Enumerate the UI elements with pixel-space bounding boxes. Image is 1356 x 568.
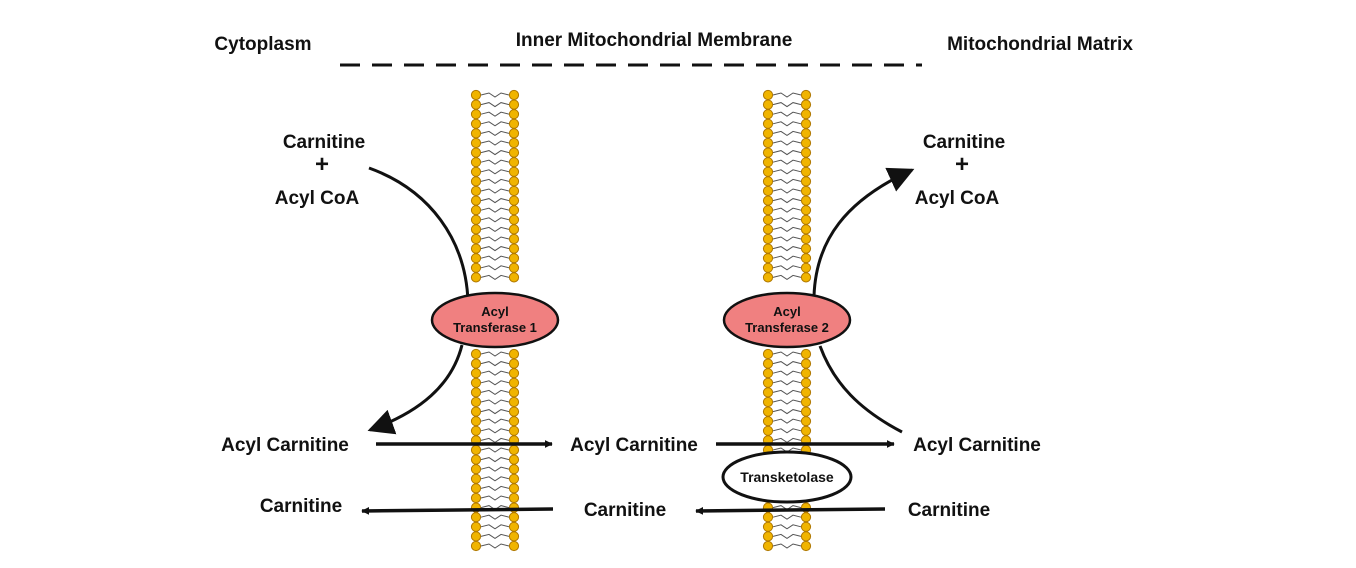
- membrane-bilayer-left: [470, 89, 520, 552]
- curve-arrow-in-right: [818, 345, 903, 434]
- label-acyl-coa-cytoplasm: Acyl CoA: [275, 188, 360, 209]
- enzyme-2-label-line2: Transferase 2: [745, 320, 829, 335]
- translocase-label: Transketolase: [740, 469, 834, 485]
- zone-label-cytoplasm: Cytoplasm: [214, 34, 311, 55]
- arrow-carnitine-1: [361, 506, 554, 515]
- zone-label-matrix: Mitochondrial Matrix: [947, 34, 1133, 55]
- label-carnitine-cytoplasm: Carnitine: [283, 132, 365, 153]
- curve-arrow-out-right: [812, 167, 915, 297]
- plus-sign-left: +: [315, 151, 329, 178]
- label-acyl-carnitine-cytoplasm: Acyl Carnitine: [221, 435, 349, 456]
- membrane-bilayer-right: [762, 89, 812, 552]
- label-acyl-carnitine-matrix: Acyl Carnitine: [913, 435, 1041, 456]
- enzyme-acyl-transferase-1: Acyl Transferase 1: [430, 291, 560, 349]
- label-acyl-carnitine-intermembrane: Acyl Carnitine: [570, 435, 698, 456]
- enzyme-acyl-transferase-2: Acyl Transferase 2: [722, 291, 852, 349]
- curve-arrow-out-left: [367, 344, 464, 435]
- label-carnitine-cytoplasm-out: Carnitine: [260, 496, 342, 517]
- label-acyl-coa-matrix: Acyl CoA: [915, 188, 1000, 209]
- label-carnitine-matrix-in: Carnitine: [908, 500, 990, 521]
- label-carnitine-intermembrane: Carnitine: [584, 500, 666, 521]
- translocase-transporter: Transketolase: [721, 450, 853, 504]
- zone-label-inner-membrane: Inner Mitochondrial Membrane: [516, 30, 793, 51]
- plus-sign-right: +: [955, 151, 969, 178]
- curve-arrow-in-left: [368, 166, 470, 303]
- arrow-carnitine-2: [695, 506, 886, 515]
- enzyme-1-label-line2: Transferase 1: [453, 320, 537, 335]
- enzyme-2-label-line1: Acyl: [773, 304, 800, 319]
- enzyme-1-label-line1: Acyl: [481, 304, 508, 319]
- label-carnitine-matrix: Carnitine: [923, 132, 1005, 153]
